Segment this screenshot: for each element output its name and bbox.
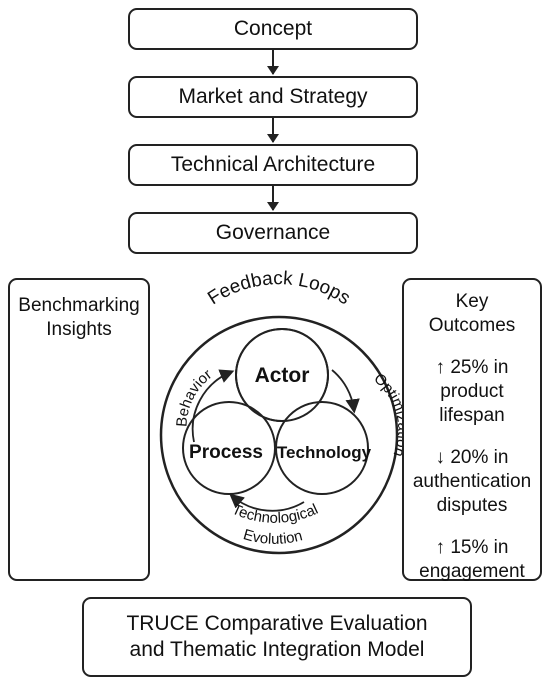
technical-architecture-box: Technical Architecture xyxy=(128,144,418,186)
behavior-arrow xyxy=(191,369,235,443)
benchmarking-title: Benchmarking Insights xyxy=(18,294,139,342)
optimization-label: Optimization xyxy=(370,370,404,459)
truce-model-box: TRUCE Comparative Evaluation and Themati… xyxy=(82,597,472,677)
governance-label: Governance xyxy=(215,221,331,244)
outcome-line: lifespan xyxy=(439,405,505,426)
optimization-arrow xyxy=(331,369,360,414)
technological-evolution-arrow xyxy=(229,493,305,512)
governance-box: Governance xyxy=(128,212,418,254)
key-outcomes-panel: Key Outcomes ↑ 25% in product lifespan ↓… xyxy=(402,278,542,584)
flow-arrow xyxy=(267,50,279,75)
process-label: Process xyxy=(189,442,263,463)
benchmarking-title-line2: Insights xyxy=(46,319,112,340)
concept-box: Concept xyxy=(128,8,418,50)
outcome-line: engagement xyxy=(419,561,525,582)
outcome-line: ↑ 15% in xyxy=(435,537,509,558)
outcome-item: ↓ 20% in authentication disputes xyxy=(413,446,531,518)
outer-loop-circle xyxy=(159,315,399,555)
feedback-loop-diagram: Feedback Loops Actor Process Technology … xyxy=(159,270,404,555)
flow-arrow xyxy=(267,118,279,143)
technology-label: Technology xyxy=(277,443,372,462)
concept-label: Concept xyxy=(233,17,313,40)
benchmarking-panel: Benchmarking Insights xyxy=(8,278,150,581)
outcome-line: ↓ 20% in xyxy=(435,447,509,468)
market-strategy-label: Market and Strategy xyxy=(178,85,368,108)
outcome-line: ↑ 25% in xyxy=(435,357,509,378)
truce-model-line2: and Thematic Integration Model xyxy=(129,638,425,661)
actor-label: Actor xyxy=(255,364,310,387)
truce-model-line1: TRUCE Comparative Evaluation xyxy=(126,612,428,635)
outcome-line: disputes xyxy=(436,495,508,516)
technology-circle xyxy=(275,401,369,495)
outcome-line: product xyxy=(440,381,504,402)
benchmarking-title-line1: Benchmarking xyxy=(18,295,140,316)
market-strategy-box: Market and Strategy xyxy=(128,76,418,118)
evolution-label: Evolution xyxy=(241,526,304,548)
technological-label: Technological xyxy=(229,501,320,527)
outcome-item: ↑ 15% in engagement xyxy=(413,536,531,584)
outcome-item: ↑ 25% in product lifespan xyxy=(413,356,531,428)
key-outcomes-title-line2: Outcomes xyxy=(428,315,516,336)
actor-circle-outline xyxy=(235,328,329,422)
key-outcomes-content: Key Outcomes ↑ 25% in product lifespan ↓… xyxy=(413,290,531,584)
flow-arrow xyxy=(267,186,279,211)
outcome-line: authentication xyxy=(412,471,532,492)
key-outcomes-title-line1: Key xyxy=(455,291,489,312)
technical-architecture-label: Technical Architecture xyxy=(170,153,376,176)
feedback-loops-title: Feedback Loops xyxy=(204,270,354,309)
